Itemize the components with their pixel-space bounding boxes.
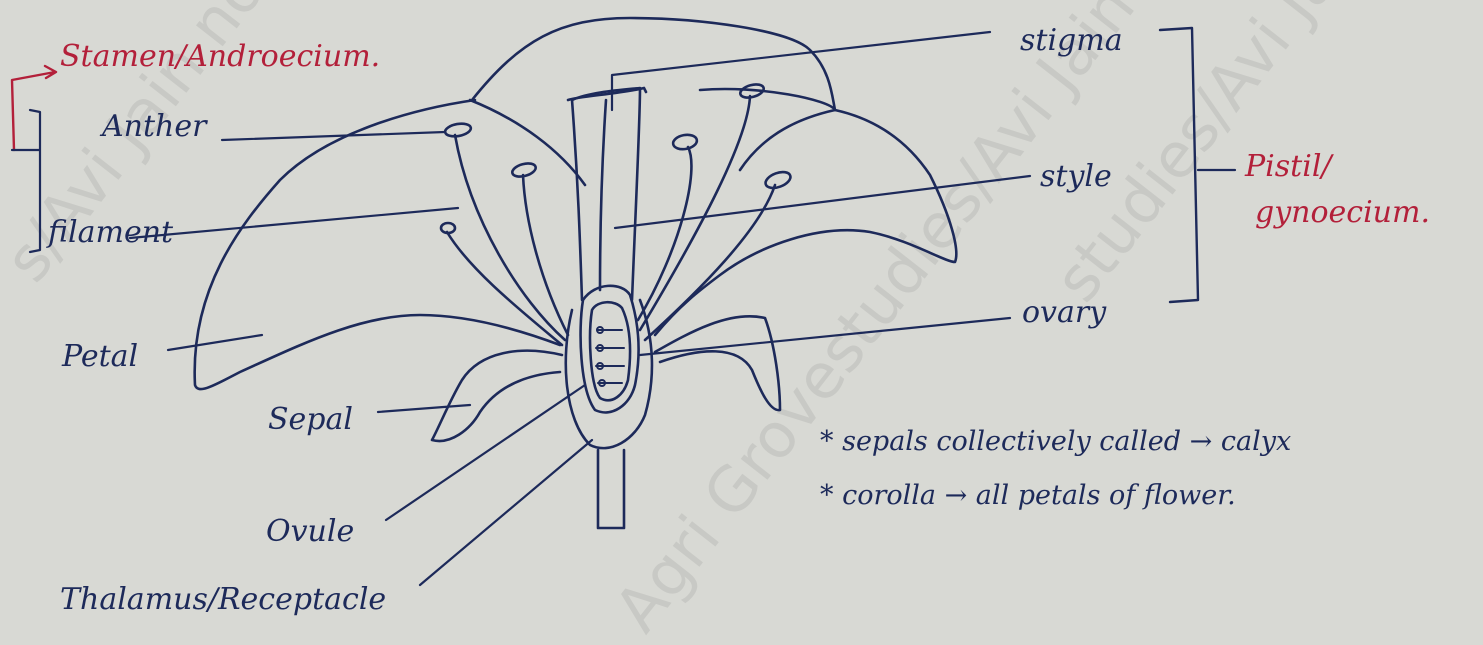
stamen-arrow [12, 66, 56, 150]
stamen-bracket [12, 110, 40, 252]
petal-right [655, 89, 956, 335]
label-sepal: Sepal [268, 405, 353, 435]
label-ovary: ovary [1022, 298, 1106, 328]
stamens [441, 82, 793, 345]
style-inner [600, 100, 606, 290]
label-gynoecium: gynoecium. [1255, 198, 1430, 228]
sepal-right [655, 316, 780, 410]
petal-left [195, 100, 560, 389]
petal-left-inner [470, 100, 585, 185]
label-stigma: stigma [1020, 26, 1123, 56]
label-stamen: Stamen/Androecium. [60, 42, 380, 72]
label-filament: filament [48, 218, 173, 248]
label-thalamus: Thalamus/Receptacle [60, 585, 386, 615]
stigma [568, 88, 646, 100]
note-corolla: * corolla → all petals of flower. [820, 482, 1236, 509]
label-style: style [1040, 162, 1112, 192]
petal-right-inner [740, 110, 835, 170]
label-petal: Petal [62, 342, 138, 372]
petal-back [472, 18, 835, 110]
ovules [596, 327, 624, 386]
label-ovule: Ovule [266, 517, 354, 547]
sepal-left [432, 351, 562, 441]
ovary-inner [590, 302, 630, 400]
pedicel [598, 450, 624, 528]
pistil-bracket [1160, 28, 1198, 302]
label-anther: Anther [102, 112, 206, 142]
note-calyx: * sepals collectively called → calyx [820, 428, 1291, 455]
label-pistil: Pistil/ [1245, 152, 1332, 182]
thalamus [566, 300, 652, 448]
